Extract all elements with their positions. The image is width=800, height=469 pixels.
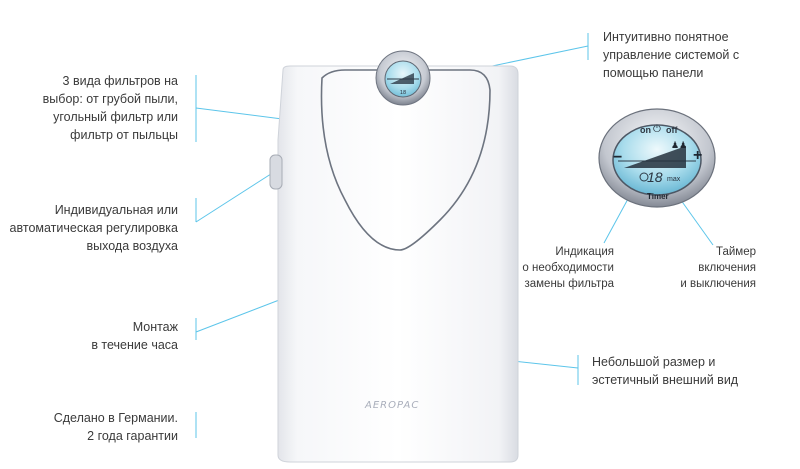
panel-on-label: on	[640, 125, 651, 135]
svg-text:18: 18	[400, 90, 406, 96]
made-in-label: Сделано в Германии. 2 года гарантии	[53, 411, 178, 443]
minus-button[interactable]: −	[613, 149, 623, 166]
panel-unit: max	[667, 176, 681, 183]
filter-indicator-label: Индикация о необходимости замены фильтра	[522, 246, 614, 290]
control-panel-zoom	[598, 108, 716, 208]
panel-off-label: off	[666, 125, 678, 135]
control-panel-label: Интуитивно понятное управление системой …	[603, 30, 740, 80]
brand-logo: AEROPAC	[365, 400, 420, 411]
timer-button[interactable]: Timer	[647, 192, 669, 201]
airflow-label: Индивидуальная или автоматическая регули…	[9, 203, 178, 253]
mounting-label: Монтаж в течение часа	[91, 320, 178, 352]
plus-button[interactable]: +	[693, 147, 703, 164]
size-label: Небольшой размер и эстетичный внешний ви…	[592, 355, 739, 387]
timer-label: Таймер включения и выключения	[680, 246, 756, 290]
power-icon: ⏻	[653, 124, 661, 135]
filters-label: 3 вида фильтров на выбор: от грубой пыли…	[42, 74, 178, 142]
fan-level-icon: ♟♟	[671, 140, 688, 150]
panel-value: 18	[647, 169, 663, 185]
